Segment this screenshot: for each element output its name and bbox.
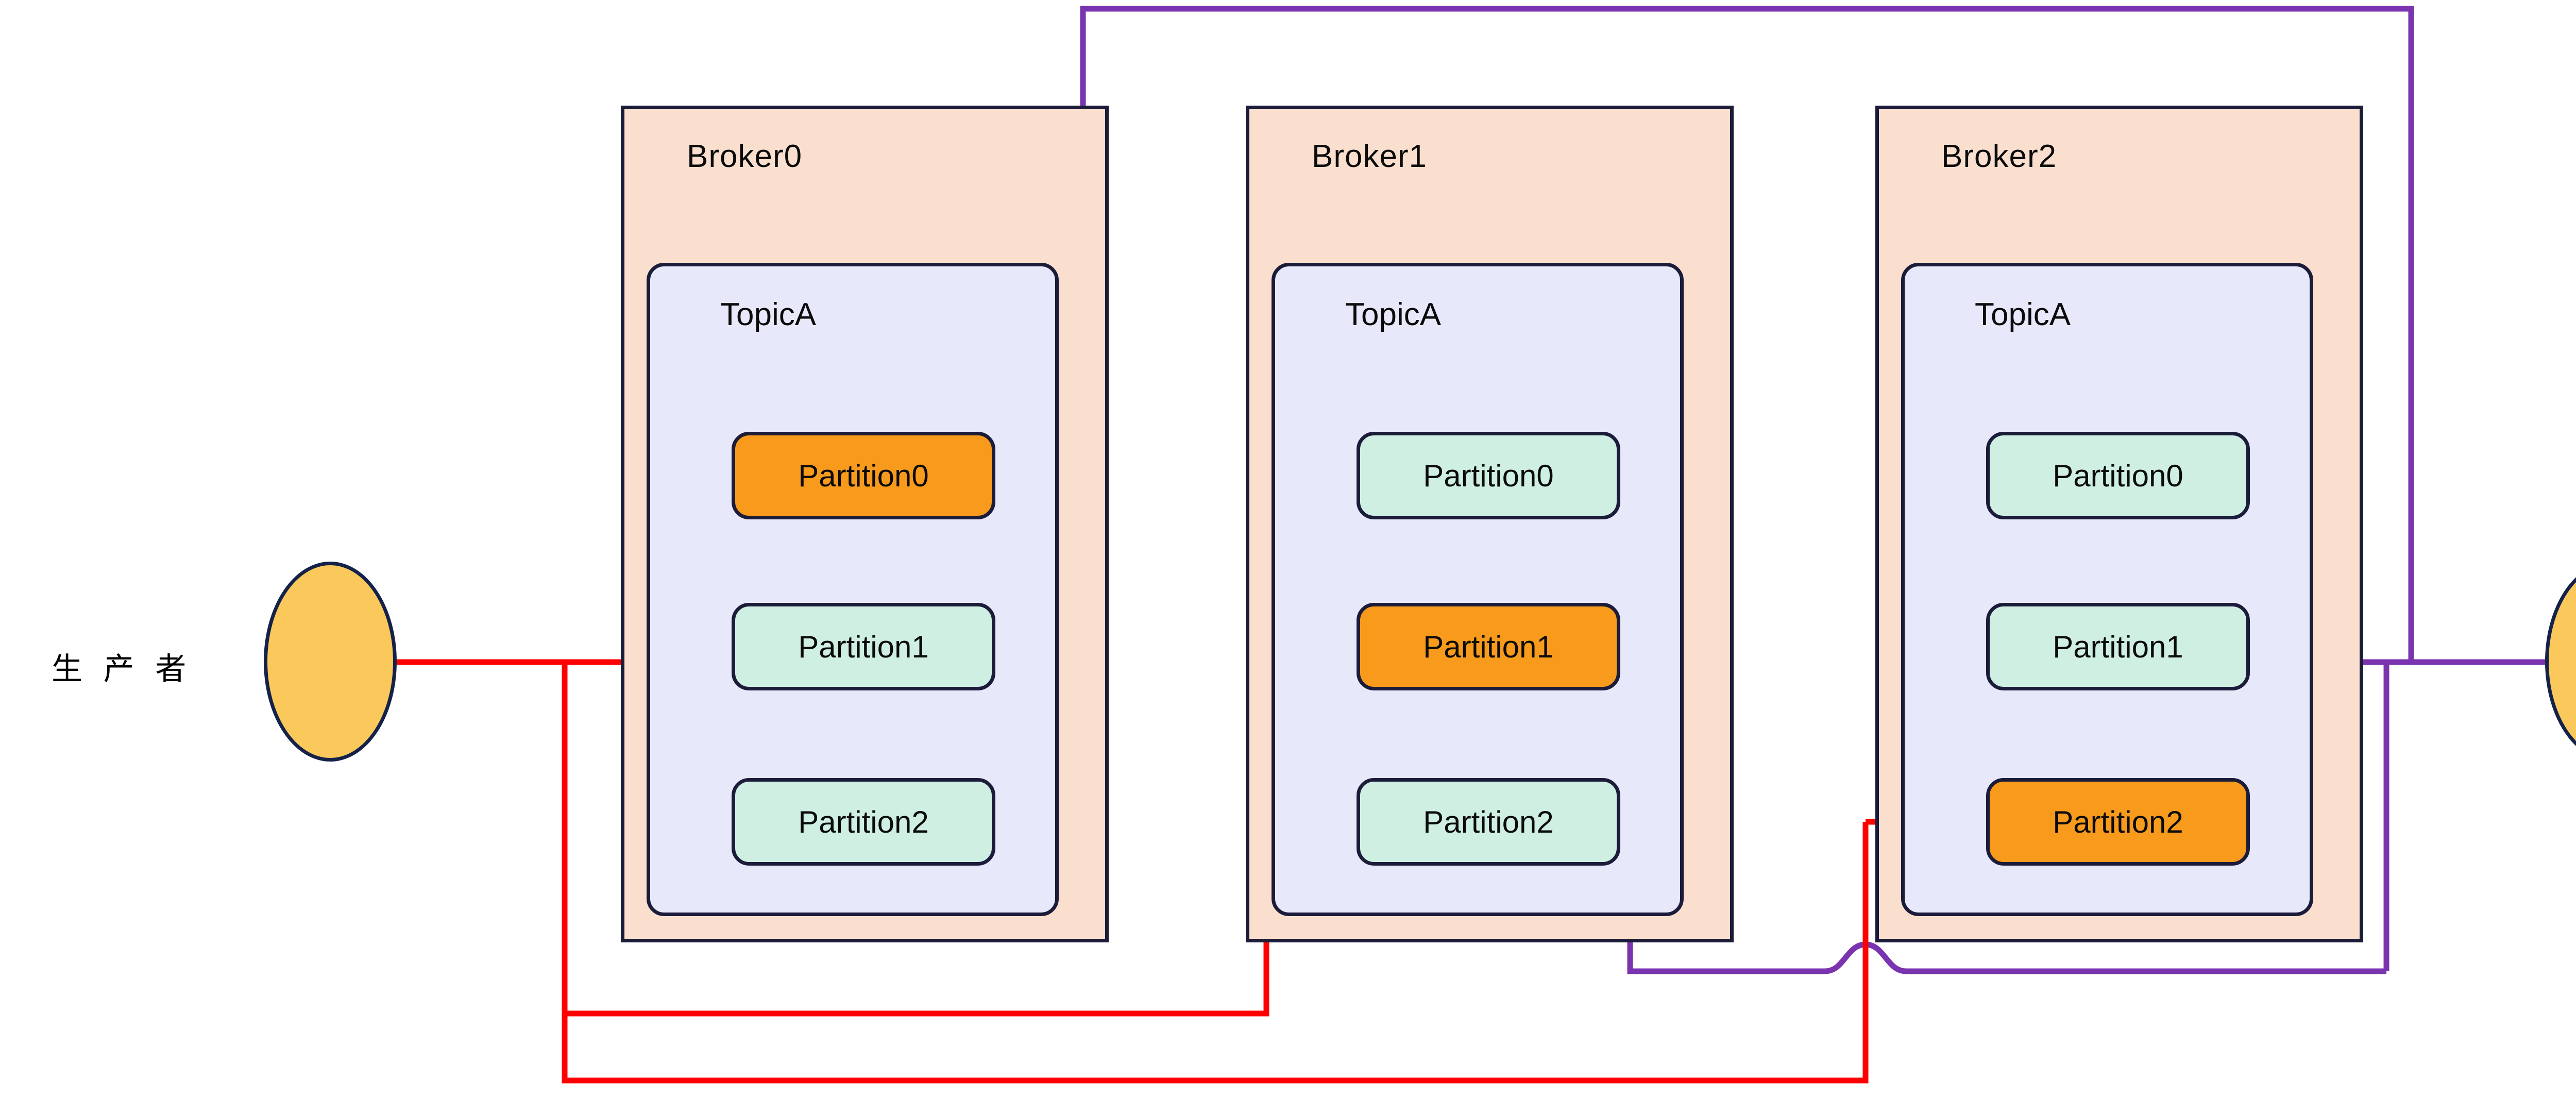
broker-label-0: Broker0 — [687, 139, 803, 174]
partition-2-1[interactable]: Partition1 — [1986, 603, 2250, 690]
partition-2-0[interactable]: Partition0 — [1986, 432, 2250, 519]
partition-0-1[interactable]: Partition1 — [732, 603, 995, 690]
producer-node-icon[interactable] — [264, 562, 397, 762]
partition-1-2[interactable]: Partition2 — [1357, 778, 1620, 866]
topic-label-1: TopicA — [1345, 297, 1442, 332]
topic-label-2: TopicA — [1975, 297, 2071, 332]
partition-0-0[interactable]: Partition0 — [732, 432, 995, 519]
partition-1-0[interactable]: Partition0 — [1357, 432, 1620, 519]
topic-label-0: TopicA — [720, 297, 817, 332]
partition-1-1[interactable]: Partition1 — [1357, 603, 1620, 690]
consumer-route-b-drop — [2383, 659, 2411, 971]
broker-label-2: Broker2 — [1941, 139, 2057, 174]
broker-label-1: Broker1 — [1312, 139, 1428, 174]
partition-0-2[interactable]: Partition2 — [732, 778, 995, 866]
producer-label: 生 产 者 — [52, 652, 193, 686]
partition-2-2[interactable]: Partition2 — [1986, 778, 2250, 866]
producer-route-partition2 — [562, 822, 1869, 1084]
